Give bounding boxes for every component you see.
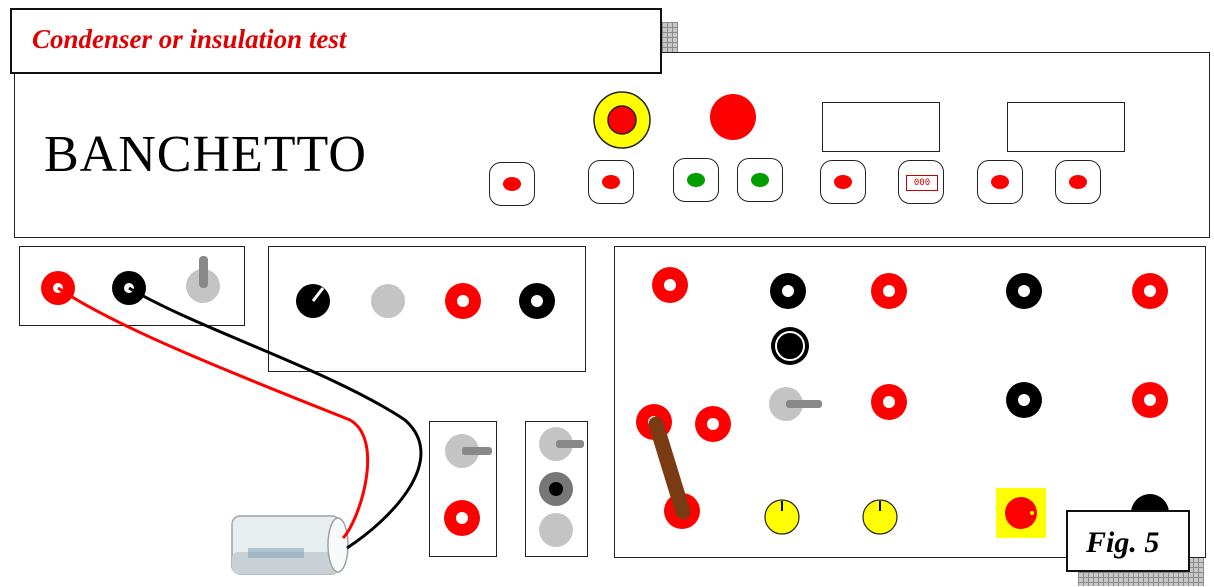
bench-button-2[interactable]: [588, 160, 634, 204]
bench-button-1[interactable]: [489, 162, 535, 206]
terminal-hole: [457, 295, 469, 307]
terminal-hole: [1018, 394, 1030, 406]
knob-pointer: [462, 447, 492, 455]
terminal-hole: [1144, 285, 1156, 297]
knob-pointer: [786, 400, 822, 408]
bench-button-5[interactable]: [820, 160, 866, 204]
capacitor-label: [248, 548, 304, 558]
counter-display: 000: [906, 175, 938, 191]
counter-button[interactable]: 000: [898, 160, 944, 204]
figure-label-box: Fig. 5: [1066, 510, 1190, 572]
terminal-hole: [1018, 285, 1030, 297]
red-led: [503, 177, 521, 191]
terminal-hole: [883, 396, 895, 408]
bench-label: BANCHETTO: [44, 126, 367, 183]
brown-jumper-bar[interactable]: [648, 416, 691, 520]
emergency-stop-button[interactable]: [607, 105, 637, 135]
terminal-hole: [1144, 394, 1156, 406]
red-led: [602, 175, 620, 189]
terminal-hole: [664, 279, 676, 291]
knob-pointer: [556, 440, 584, 448]
knob-indicator: [311, 287, 325, 302]
bench-button-6[interactable]: [977, 160, 1023, 204]
black-wire: [128, 286, 423, 550]
knob-pointer: [199, 256, 208, 288]
bench-button-3[interactable]: [673, 158, 719, 202]
bench-button-4[interactable]: [737, 158, 783, 202]
figure-label: Fig. 5: [1086, 526, 1160, 559]
red-wire: [57, 286, 370, 540]
terminal-hole: [782, 285, 794, 297]
red-led: [834, 175, 852, 189]
yellow-knob[interactable]: [862, 499, 898, 535]
yellow-knob[interactable]: [764, 499, 800, 535]
red-mushroom-button[interactable]: [710, 94, 756, 140]
red-led: [991, 175, 1009, 189]
display-1: [822, 102, 940, 152]
grey-terminal[interactable]: [539, 513, 573, 547]
terminal-hole: [549, 482, 563, 496]
title-text: Condenser or insulation test: [32, 24, 347, 54]
switch-marker: [1030, 511, 1034, 515]
grey-terminal[interactable]: [371, 284, 405, 318]
red-led: [1069, 175, 1087, 189]
green-led: [751, 173, 769, 187]
terminal-hole: [883, 285, 895, 297]
terminal-hole: [456, 512, 468, 524]
terminal-hole: [707, 418, 719, 430]
title-box: Condenser or insulation test: [10, 8, 662, 74]
display-2: [1007, 102, 1125, 152]
selector-switch[interactable]: [1005, 497, 1037, 529]
terminal-ring: [775, 331, 805, 361]
bench-button-7[interactable]: [1055, 160, 1101, 204]
terminal-panel-right: [614, 246, 1206, 558]
terminal-hole: [531, 295, 543, 307]
capacitor-end: [327, 517, 349, 573]
green-led: [687, 173, 705, 187]
